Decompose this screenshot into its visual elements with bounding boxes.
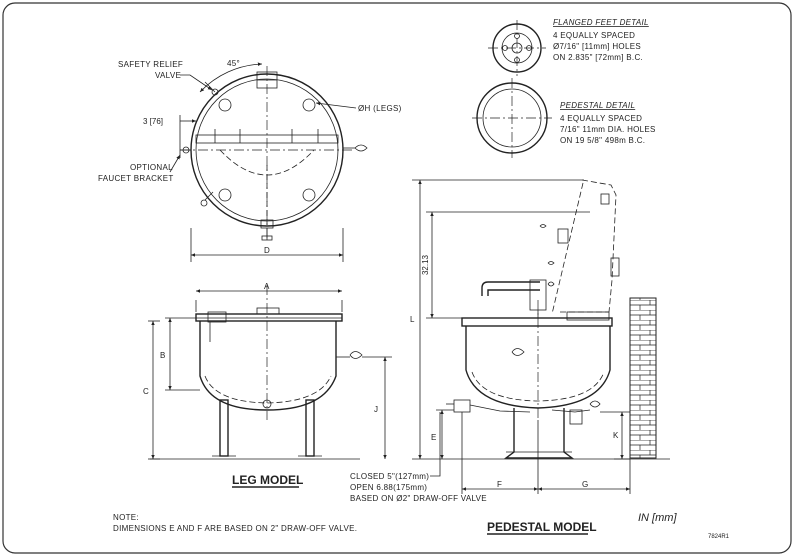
valve-note-basis: BASED ON Ø2" DRAW-OFF VALVE xyxy=(350,494,487,503)
dim-b: B xyxy=(160,317,200,391)
flanged-detail-line1: 4 EQUALLY SPACED xyxy=(553,31,635,40)
dim-e: E xyxy=(431,409,454,459)
pedestal-detail-line1: 4 EQUALLY SPACED xyxy=(560,114,642,123)
pedestal-model-figure xyxy=(440,179,670,460)
dim-three-label: 3 [76] xyxy=(143,117,163,126)
svg-text:J: J xyxy=(374,405,378,414)
svg-text:E: E xyxy=(431,433,436,442)
dim-k: K xyxy=(600,411,630,459)
angle-label: 45° xyxy=(227,59,240,68)
drawing-number: 7824R1 xyxy=(708,534,730,540)
leg-model-title: LEG MODEL xyxy=(232,473,303,487)
faucet-bracket-label-2: FAUCET BRACKET xyxy=(98,174,174,183)
flanged-detail-title: FLANGED FEET DETAIL xyxy=(553,18,649,27)
svg-text:B: B xyxy=(160,351,165,360)
svg-text:G: G xyxy=(582,480,588,489)
top-view xyxy=(180,66,368,241)
angle-arc xyxy=(199,62,263,93)
note-text: DIMENSIONS E AND F ARE BASED ON 2" DRAW-… xyxy=(113,524,357,533)
dim-height: 32.13 xyxy=(421,211,590,319)
pedestal-detail-line3: ON 19 5/8" 498m B.C. xyxy=(560,136,645,145)
pedestal-detail-title: PEDESTAL DETAIL xyxy=(560,101,635,110)
faucet-bracket-label: OPTIONAL xyxy=(130,163,173,172)
valve-note-leader xyxy=(430,412,441,477)
leg-model-figure xyxy=(150,285,363,460)
legs-label: ØH (LEGS) xyxy=(358,104,402,113)
svg-text:A: A xyxy=(264,282,270,291)
dim-j: J xyxy=(362,356,392,459)
dim-f-g: F G xyxy=(461,412,631,494)
flanged-detail-line3: ON 2.835" [72mm] B.C. xyxy=(553,53,643,62)
safety-relief-label: SAFETY RELIEF xyxy=(118,60,183,69)
dim-l: L xyxy=(410,179,584,460)
svg-text:K: K xyxy=(613,431,619,440)
pedestal-model-title: PEDESTAL MODEL xyxy=(487,520,597,534)
safety-relief-label-2: VALVE xyxy=(155,71,181,80)
safety-relief-leader xyxy=(180,74,213,91)
dim-c: C xyxy=(143,320,160,460)
svg-text:F: F xyxy=(497,480,502,489)
pedestal-detail-figure xyxy=(472,78,552,158)
dim-a: A xyxy=(195,282,343,312)
pedestal-detail-line2: 7/16" 11mm DIA. HOLES xyxy=(560,125,656,134)
svg-text:D: D xyxy=(264,246,270,255)
units-label: IN [mm] xyxy=(638,512,677,524)
valve-note-open: OPEN 6.88(175mm) xyxy=(350,483,427,492)
svg-text:C: C xyxy=(143,387,149,396)
flanged-detail-line2: Ø7/16" [11mm] HOLES xyxy=(553,42,641,51)
dim-d: D xyxy=(190,228,344,262)
note-heading: NOTE: xyxy=(113,513,139,522)
valve-note-closed: CLOSED 5"(127mm) xyxy=(350,472,429,481)
svg-text:L: L xyxy=(410,315,415,324)
flanged-feet-figure xyxy=(488,20,546,76)
svg-text:32.13: 32.13 xyxy=(421,254,430,275)
